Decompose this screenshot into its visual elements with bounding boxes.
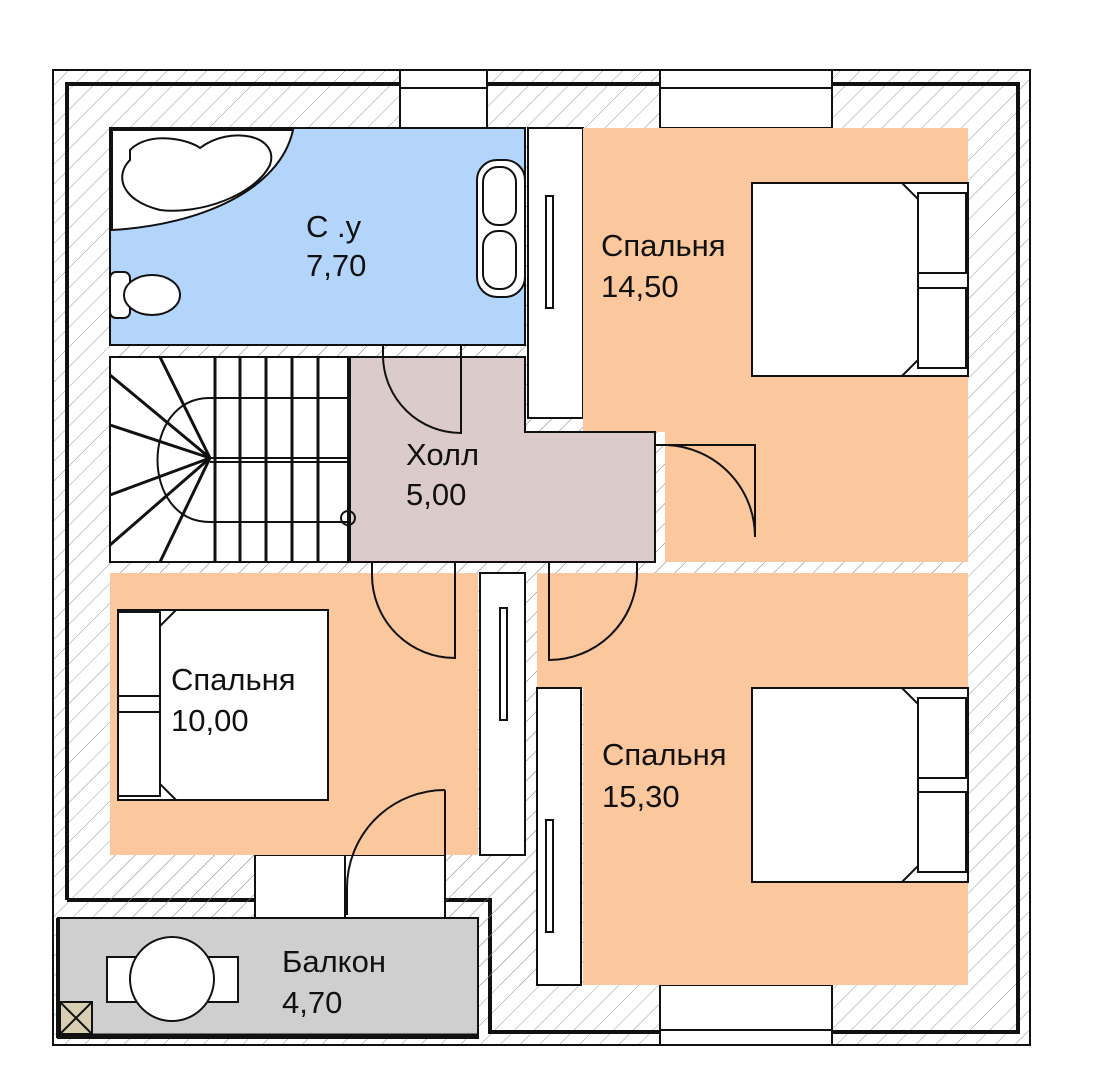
wardrobe-door-middle <box>499 607 508 721</box>
room-name-bathroom: С .у <box>306 209 362 244</box>
room-area-bathroom: 7,70 <box>306 248 366 283</box>
bed-bedroom-3 <box>751 687 969 883</box>
bed-bedroom-2 <box>117 609 329 801</box>
room-area-hall: 5,00 <box>406 477 466 512</box>
window-top-right <box>659 69 833 129</box>
stair-post-icon <box>340 510 356 526</box>
bathtub-icon <box>111 129 295 232</box>
room-hall <box>349 356 656 563</box>
room-name-bedroom-1: Спальня <box>601 228 726 263</box>
door-bathroom <box>382 345 462 435</box>
room-name-balcony: Балкон <box>282 944 386 979</box>
balcony-table-icon <box>106 936 239 1022</box>
door-bedroom-2 <box>371 562 456 660</box>
balcony-door-opening <box>344 854 446 919</box>
bed-bedroom-1 <box>751 182 969 377</box>
door-bedroom-3 <box>548 562 638 662</box>
window-top-left <box>399 69 488 129</box>
closet-bottom <box>536 687 582 986</box>
doors[interactable] <box>346 345 757 915</box>
stair-treads <box>109 356 356 563</box>
room-name-bedroom-2: Спальня <box>171 662 296 697</box>
room-name-hall: Холл <box>406 437 479 472</box>
toilet-icon <box>109 271 181 319</box>
closet-top <box>527 127 584 419</box>
door-bedroom-1 <box>655 444 757 538</box>
drain-icon <box>59 1001 93 1035</box>
windows <box>254 69 833 1046</box>
balcony-window <box>254 854 346 919</box>
wardrobe-door-top <box>545 195 554 309</box>
room-area-bedroom-1: 14,50 <box>601 269 679 304</box>
room-area-bedroom-3: 15,30 <box>602 779 680 814</box>
double-sink-icon <box>476 159 526 298</box>
door-balcony <box>346 789 446 915</box>
stairs <box>109 356 349 563</box>
room-name-bedroom-3: Спальня <box>602 737 727 772</box>
room-area-balcony: 4,70 <box>282 985 342 1020</box>
wardrobe-door-bottom <box>545 819 554 933</box>
window-bottom-right <box>659 984 833 1046</box>
room-area-bedroom-2: 10,00 <box>171 703 249 738</box>
